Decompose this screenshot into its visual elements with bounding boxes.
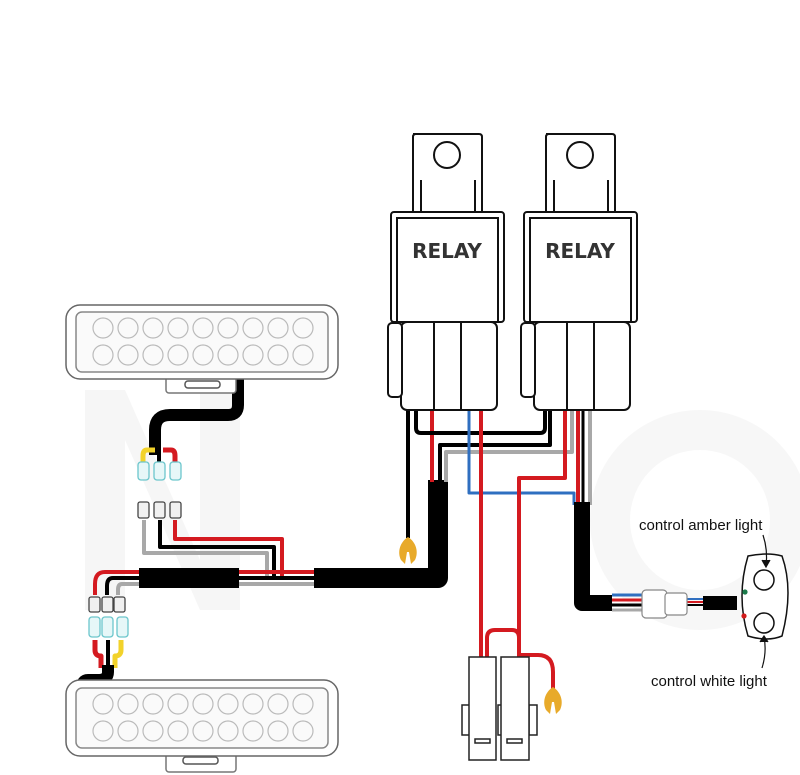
top-yellow-wire xyxy=(140,447,155,462)
relay-2-label: RELAY xyxy=(545,239,615,263)
relay-1-label: RELAY xyxy=(412,239,482,263)
led xyxy=(217,720,239,742)
relay-1: RELAY xyxy=(387,133,505,411)
dual-switch xyxy=(741,553,789,640)
bottom-yellow-wire xyxy=(112,640,124,668)
switch-sleeve xyxy=(574,502,612,611)
fuse-to-ring xyxy=(519,653,555,690)
ground-ring-terminal xyxy=(399,537,417,564)
light-bar-top xyxy=(65,304,339,394)
led xyxy=(142,693,164,715)
led xyxy=(267,720,289,742)
led xyxy=(167,693,189,715)
led xyxy=(192,720,214,742)
bottom-red-wire xyxy=(92,640,104,668)
led xyxy=(117,344,139,366)
top-female-connectors xyxy=(137,501,182,519)
relay2-gray-to-sleeve xyxy=(444,410,574,482)
led xyxy=(92,720,114,742)
white-indicator-dot xyxy=(741,613,747,619)
bundle-black xyxy=(105,576,320,595)
bottom-female-connectors xyxy=(88,596,126,613)
top-led-array xyxy=(92,317,314,366)
main-sleeve xyxy=(314,480,448,588)
relay-2: RELAY xyxy=(520,133,638,411)
led xyxy=(292,317,314,339)
led xyxy=(167,720,189,742)
led xyxy=(242,317,264,339)
led xyxy=(142,720,164,742)
led xyxy=(267,344,289,366)
led xyxy=(292,693,314,715)
wires xyxy=(76,372,737,690)
label-control-amber: control amber light xyxy=(639,517,763,534)
top-male-connectors xyxy=(137,461,182,481)
led xyxy=(167,344,189,366)
top-red-wire xyxy=(163,447,178,462)
amber-switch-button[interactable] xyxy=(753,569,775,591)
top-light-cable xyxy=(149,372,244,455)
harness-red-top xyxy=(173,520,284,578)
led xyxy=(117,693,139,715)
led xyxy=(167,317,189,339)
watermark xyxy=(85,390,800,630)
led xyxy=(217,693,239,715)
label-control-white: control white light xyxy=(651,673,768,690)
led xyxy=(242,344,264,366)
harness-gray-top xyxy=(142,520,269,578)
led xyxy=(292,720,314,742)
fuse-holder xyxy=(461,656,538,761)
bottom-led-array xyxy=(92,693,314,742)
amber-indicator-dot xyxy=(742,589,748,595)
led xyxy=(142,317,164,339)
led xyxy=(267,317,289,339)
led xyxy=(192,317,214,339)
led xyxy=(242,720,264,742)
led xyxy=(217,317,239,339)
bottom-male-connectors xyxy=(88,616,129,638)
fuse-bridge xyxy=(485,628,521,658)
led xyxy=(117,720,139,742)
relay2-red-to-fuse xyxy=(517,410,567,660)
led xyxy=(117,317,139,339)
light-bar-bottom xyxy=(65,679,339,773)
harness-black-top xyxy=(158,520,276,578)
led xyxy=(267,693,289,715)
switch-connector xyxy=(641,589,688,619)
led xyxy=(92,317,114,339)
annotation-arrows xyxy=(759,534,771,669)
bundle-gray xyxy=(116,582,320,595)
battery-ring-terminal xyxy=(544,687,562,714)
relay2-black-to-sleeve xyxy=(438,410,552,482)
led xyxy=(192,693,214,715)
switch-cable xyxy=(703,596,737,610)
led xyxy=(92,344,114,366)
led xyxy=(92,693,114,715)
bundle-red xyxy=(93,570,320,595)
led xyxy=(192,344,214,366)
sleeve-left xyxy=(139,568,239,588)
led xyxy=(142,344,164,366)
white-switch-button[interactable] xyxy=(753,612,775,634)
relay1-blue xyxy=(467,410,576,505)
led xyxy=(242,693,264,715)
led xyxy=(217,344,239,366)
led xyxy=(292,344,314,366)
